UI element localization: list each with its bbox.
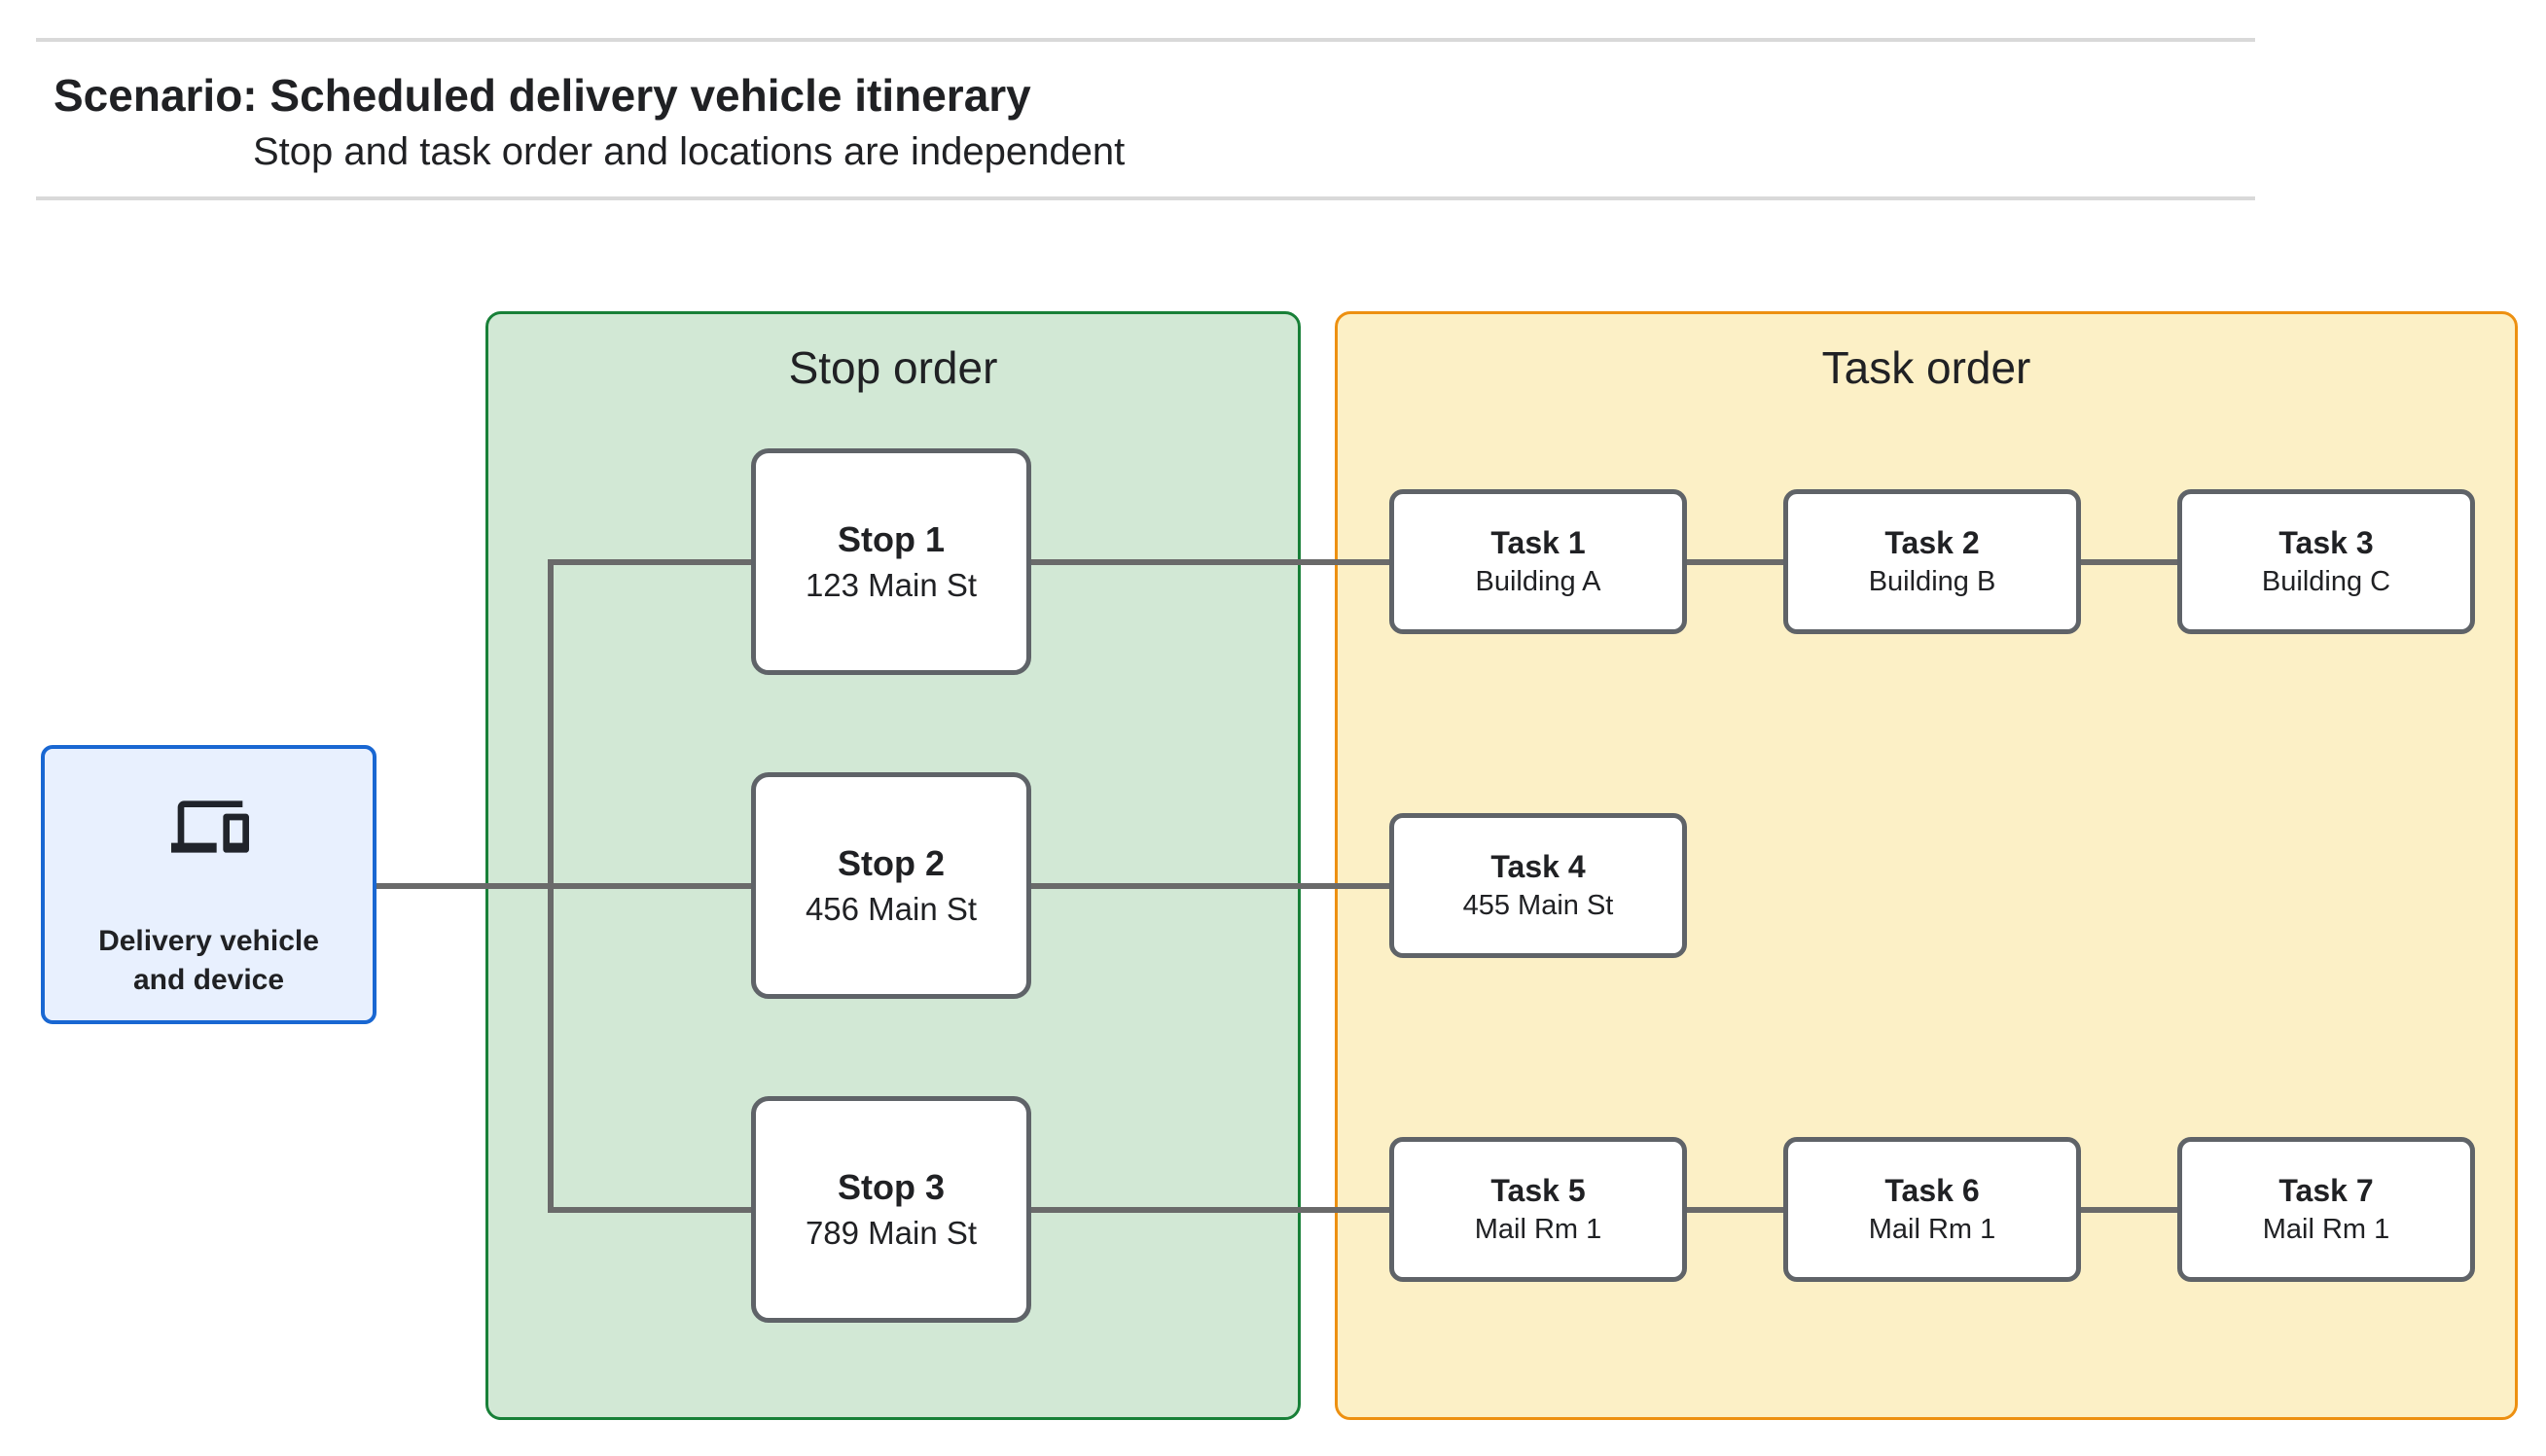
page-title: Scenario: Scheduled delivery vehicle iti…: [54, 70, 1031, 121]
stop-1-address: 123 Main St: [805, 567, 978, 603]
task-3-location: Building C: [2261, 566, 2391, 597]
connector-trunk-vertical: [548, 559, 554, 1213]
task-5-node: Task 5 Mail Rm 1: [1389, 1137, 1687, 1282]
task-4-title: Task 4: [1490, 849, 1586, 884]
delivery-vehicle-node: Delivery vehicle and device: [41, 745, 377, 1024]
task-1-title: Task 1: [1490, 525, 1586, 560]
task-7-location: Mail Rm 1: [2262, 1214, 2390, 1245]
devices-icon: [171, 800, 249, 853]
stop-order-panel-label: Stop order: [788, 342, 998, 393]
task-3-node: Task 3 Building C: [2177, 489, 2475, 634]
task-2-location: Building B: [1868, 566, 1996, 597]
task-5-title: Task 5: [1490, 1173, 1586, 1208]
task-1-node: Task 1 Building A: [1389, 489, 1687, 634]
task-6-node: Task 6 Mail Rm 1: [1783, 1137, 2081, 1282]
task-4-location: 455 Main St: [1462, 890, 1614, 921]
vehicle-label: Delivery vehicle and device: [45, 922, 373, 1000]
vehicle-label-line2: and device: [132, 964, 285, 996]
connector-stop2-to-task4: [1029, 883, 1393, 889]
connector-task1-to-task2: [1685, 559, 1785, 565]
task-5-location: Mail Rm 1: [1474, 1214, 1602, 1245]
stop-2-title: Stop 2: [837, 843, 945, 883]
stop-2-node: Stop 2 456 Main St: [751, 772, 1031, 999]
stop-1-node: Stop 1 123 Main St: [751, 448, 1031, 675]
task-7-node: Task 7 Mail Rm 1: [2177, 1137, 2475, 1282]
connector-task5-to-task6: [1685, 1207, 1785, 1213]
page-subtitle: Stop and task order and locations are in…: [253, 130, 1126, 173]
task-6-location: Mail Rm 1: [1868, 1214, 1996, 1245]
task-4-node: Task 4 455 Main St: [1389, 813, 1687, 958]
task-6-title: Task 6: [1884, 1173, 1980, 1208]
vehicle-label-line1: Delivery vehicle: [98, 925, 319, 957]
task-3-title: Task 3: [2278, 525, 2374, 560]
stop-1-title: Stop 1: [837, 519, 945, 559]
stop-2-address: 456 Main St: [805, 891, 978, 927]
connector-trunk-to-stop3: [548, 1207, 757, 1213]
header-bottom-rule: [36, 196, 2255, 200]
task-order-panel-label: Task order: [1821, 342, 2031, 393]
connector-task2-to-task3: [2079, 559, 2179, 565]
connector-stop1-to-task1: [1029, 559, 1393, 565]
header-top-rule: [36, 38, 2255, 42]
stop-3-title: Stop 3: [837, 1167, 945, 1207]
task-2-title: Task 2: [1884, 525, 1980, 560]
stop-3-address: 789 Main St: [805, 1215, 978, 1251]
connector-task6-to-task7: [2079, 1207, 2179, 1213]
connector-trunk-to-stop1: [548, 559, 757, 565]
connector-vehicle-to-stop2: [375, 883, 757, 889]
task-7-title: Task 7: [2278, 1173, 2374, 1208]
task-2-node: Task 2 Building B: [1783, 489, 2081, 634]
connector-stop3-to-task5: [1029, 1207, 1393, 1213]
stop-3-node: Stop 3 789 Main St: [751, 1096, 1031, 1323]
task-1-location: Building A: [1475, 566, 1601, 597]
